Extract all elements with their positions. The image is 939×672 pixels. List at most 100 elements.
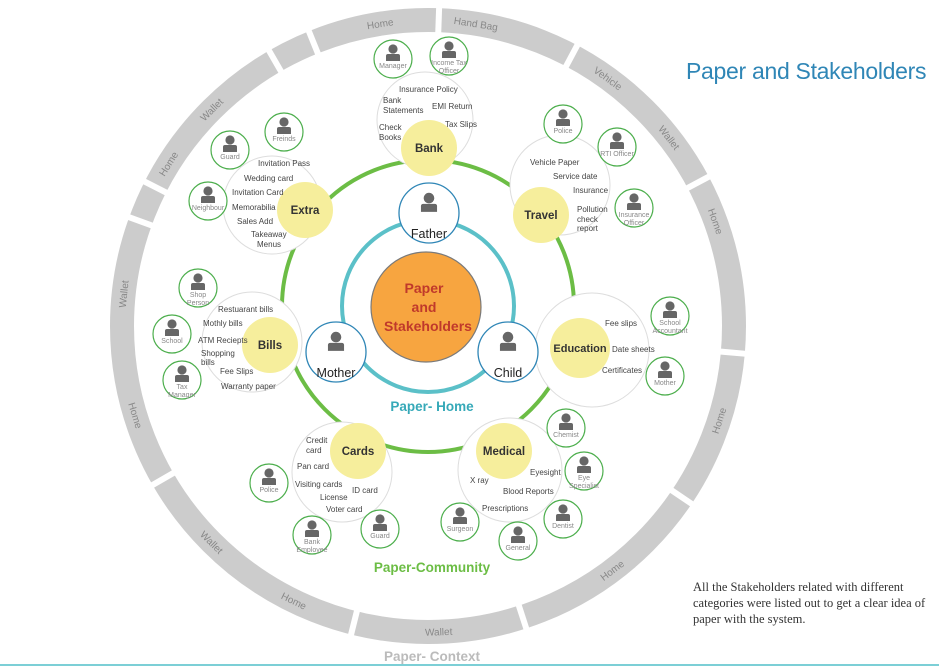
category-item: Prescriptions [482, 504, 528, 513]
stakeholder-label: Guard [220, 154, 240, 161]
family-member-circle [477, 321, 539, 383]
stakeholder-label: Chemist [553, 432, 579, 439]
stakeholder-label: Person [187, 300, 209, 307]
center-circle [370, 251, 482, 363]
context-ring-gap [514, 600, 531, 634]
stakeholder-node: Police [249, 463, 289, 503]
category-item: Insurance [573, 186, 609, 195]
category-item: Memorabilia [232, 203, 276, 212]
category-name: Bank [415, 143, 444, 155]
stakeholder-node: General [498, 521, 538, 561]
stakeholder-label: Tax [177, 384, 188, 391]
context-ring-label: Wallet [118, 280, 132, 309]
category-name: Bills [258, 340, 282, 352]
category-item: ATM Reciepts [198, 336, 248, 345]
stakeholder-label: Surgeon [447, 526, 474, 533]
category-item: Service date [553, 172, 598, 181]
stakeholder-label: Shop [190, 292, 206, 299]
stakeholder-label: Freinds [272, 136, 296, 143]
category-item: Blood Reports [503, 487, 554, 496]
category-item: Bank [383, 96, 402, 105]
stakeholder-label: Eye [578, 475, 590, 482]
category-item: Pan card [297, 462, 329, 471]
category-item: report [577, 224, 599, 233]
context-ring-label: Wallet [425, 627, 453, 639]
category-core-circle [277, 182, 333, 238]
context-ring-gaps [124, 4, 750, 640]
stakeholder-label: Manager [379, 63, 407, 70]
category-item: card [306, 446, 322, 455]
context-ring-gap [682, 172, 714, 193]
community-label: Paper-Community [374, 560, 491, 575]
stakeholder-node: Chemist [546, 408, 586, 448]
stakeholder-label: Bank [304, 539, 320, 546]
stakeholder-label: General [506, 545, 531, 552]
category-item: Fee Slips [220, 367, 253, 376]
category-core-circle [242, 317, 298, 373]
context-ring-gap [124, 213, 157, 230]
stakeholder-node: Mother [645, 356, 685, 396]
category-item: Certificates [602, 366, 642, 375]
category-item: Mothly bills [203, 319, 243, 328]
category-item: Menus [257, 240, 281, 249]
family-member-mother: Mother [305, 321, 367, 383]
stakeholder-node: Guard [360, 509, 400, 549]
category-item: Shopping [201, 349, 235, 358]
category-item: Sales Add [237, 217, 273, 226]
center-line-2: and [412, 299, 437, 315]
context-ring-label: Home [366, 17, 395, 32]
category-core-circle [476, 423, 532, 479]
category-core-circle [513, 187, 569, 243]
stakeholder-label: Guard [370, 533, 390, 540]
family-member-circle [305, 321, 367, 383]
context-ring-gap [147, 468, 179, 490]
family-member-label: Mother [317, 366, 356, 380]
category-name: Extra [291, 205, 320, 217]
stakeholder-node: Guard [210, 130, 250, 170]
stakeholder-label: Neighbour [192, 205, 225, 212]
category-name: Travel [524, 210, 557, 222]
category-core-circle [330, 423, 386, 479]
category-item: Date sheets [612, 345, 655, 354]
category-name: Cards [342, 446, 375, 458]
category-item: bills [201, 358, 215, 367]
category-core-circle [550, 318, 610, 378]
stakeholder-node: Surgeon [440, 502, 480, 542]
context-ring-band [110, 8, 746, 644]
stakeholder-node: RTI Officer [597, 127, 637, 167]
description-note: All the Stakeholders related with differ… [693, 580, 926, 626]
stakeholder-label: Police [259, 487, 278, 494]
stakeholder-label: Officer [439, 68, 460, 75]
context-ring-gap [561, 40, 582, 72]
category-item: Credit [306, 436, 328, 445]
stakeholder-label: RTI Officer [600, 151, 634, 158]
bottom-divider [0, 664, 939, 666]
context-ring-gap [264, 45, 286, 77]
category-item: Takeaway [251, 230, 287, 239]
stakeholder-node: Dentist [543, 499, 583, 539]
stakeholder-label: Accountant [652, 328, 687, 335]
center-line-1: Paper [405, 280, 444, 296]
stakeholder-node: Neighbour [188, 181, 228, 221]
category-item: Voter card [326, 505, 362, 514]
stakeholder-node: Manager [373, 39, 413, 79]
category-name: Education [553, 343, 606, 355]
family-member-child: Child [477, 321, 539, 383]
category-item: EMI Return [432, 102, 472, 111]
stakeholder-label: Income Tax [431, 60, 467, 67]
page-title: Paper and Stakeholders [686, 58, 927, 84]
stakeholder-label: Insurance [619, 212, 650, 219]
stakeholder-label: Manager [168, 392, 196, 399]
stakeholder-label: Employee [296, 547, 327, 554]
category-item: Eyesight [530, 468, 561, 477]
stakeholder-label: Specialist [569, 483, 599, 490]
